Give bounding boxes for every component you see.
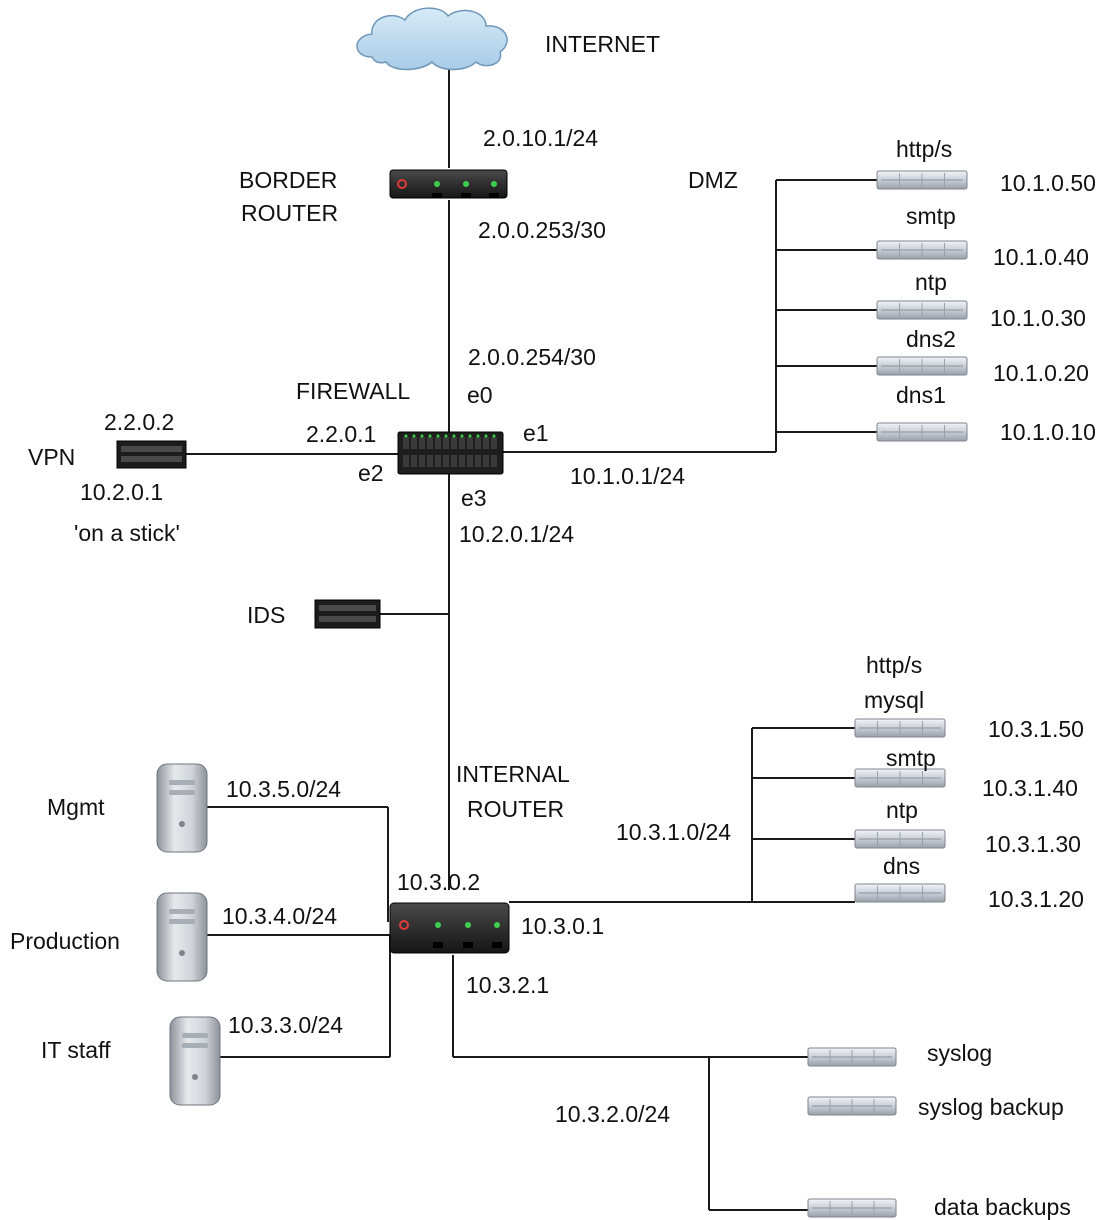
backup-server-name: syslog (927, 1040, 992, 1066)
dmz-server-icon (876, 240, 968, 260)
firewall-port-e2: e2 (358, 460, 384, 486)
internal-server-ip: 10.3.1.30 (985, 831, 1081, 857)
internal-server-ip: 10.3.1.40 (982, 775, 1078, 801)
workstation-tower-icon (156, 892, 208, 982)
border-router-label-line2: ROUTER (241, 200, 338, 226)
dmz-server-name: http/s (896, 136, 952, 162)
dmz-server-icon (876, 422, 968, 442)
internal-router-label-line2: ROUTER (467, 796, 564, 822)
dmz-server-icon (876, 300, 968, 320)
backup-server-group: syslog syslog backup data backups (807, 1040, 1071, 1220)
workstation-subnet: 10.3.4.0/24 (222, 903, 337, 929)
dmz-server-name: smtp (906, 203, 956, 229)
firewall-port-e0: e0 (467, 382, 493, 408)
backup-net-subnet: 10.3.2.0/24 (555, 1101, 670, 1127)
vpn-device-icon (116, 440, 187, 469)
dmz-server-group: http/s 10.1.0.50 smtp 10.1.0.40 ntp 10.1.0.30… (876, 136, 1096, 445)
internal-server-ip: 10.3.1.50 (988, 716, 1084, 742)
workstation-label: Production (10, 928, 120, 954)
internet-cloud-icon (356, 7, 508, 71)
workstation-subnet: 10.3.3.0/24 (228, 1012, 343, 1038)
firewall-port-e1: e1 (523, 420, 549, 446)
internal-router-ip-right: 10.3.0.1 (521, 913, 604, 939)
backup-server-icon (807, 1047, 897, 1067)
vpn-ip-top: 2.2.0.2 (104, 409, 174, 435)
workstation-tower-icon (169, 1016, 221, 1106)
firewall-ip-e1: 10.1.0.1/24 (570, 463, 685, 489)
dmz-server-name: dns1 (896, 382, 946, 408)
internal-router-icon (389, 902, 510, 954)
internal-server-name: dns (883, 853, 920, 879)
internal-server-name: http/s (866, 652, 922, 678)
internal-router-ip-top: 10.3.0.2 (397, 869, 480, 895)
internal-server-group: http/s mysql 10.3.1.50 smtp 10.3.1.40 ntp 10.3… (854, 652, 1084, 912)
vpn-note: 'on a stick' (74, 520, 180, 546)
firewall-port-e3: e3 (461, 485, 487, 511)
vpn-ip-bottom: 10.2.0.1 (80, 479, 163, 505)
workstation-tower-icon (156, 763, 208, 853)
border-router-ip-up: 2.0.10.1/24 (483, 125, 598, 151)
border-router-label-line1: BORDER (239, 167, 337, 193)
dmz-server-icon (876, 356, 968, 376)
backup-server-name: data backups (934, 1194, 1071, 1220)
ids-label: IDS (247, 602, 285, 628)
dmz-server-ip: 10.1.0.10 (1000, 419, 1096, 445)
dmz-server-ip: 10.1.0.30 (990, 305, 1086, 331)
border-router-ip-down: 2.0.0.253/30 (478, 217, 606, 243)
dmz-server-ip: 10.1.0.40 (993, 244, 1089, 270)
vpn-label: VPN (28, 444, 75, 470)
wires (186, 62, 877, 1211)
firewall-ip-e3: 10.2.0.1/24 (459, 521, 574, 547)
internet-label: INTERNET (545, 31, 660, 57)
dmz-server-ip: 10.1.0.20 (993, 360, 1089, 386)
internal-server-name: smtp (886, 745, 936, 771)
internal-router-ip-bottom: 10.3.2.1 (466, 972, 549, 998)
internal-server-icon (854, 718, 946, 738)
workstation-label: IT staff (41, 1037, 111, 1063)
firewall-label: FIREWALL (296, 378, 410, 404)
dmz-server-name: dns2 (906, 326, 956, 352)
workstation-subnet: 10.3.5.0/24 (226, 776, 341, 802)
ids-device-icon (314, 599, 381, 629)
backup-server-icon (807, 1096, 897, 1116)
internal-server-icon (854, 829, 946, 849)
dmz-server-icon (876, 170, 968, 190)
workstation-label: Mgmt (47, 794, 105, 820)
border-router-icon (389, 169, 508, 199)
dmz-label: DMZ (688, 167, 738, 193)
firewall-icon (397, 431, 504, 475)
internal-server-icon (854, 883, 946, 903)
dmz-server-name: ntp (915, 269, 947, 295)
internal-server-ip: 10.3.1.20 (988, 886, 1084, 912)
internal-server-name-secondary: mysql (864, 687, 924, 713)
internal-router-label-line1: INTERNAL (456, 761, 570, 787)
firewall-ip-e2: 2.2.0.1 (306, 421, 376, 447)
internal-server-name: ntp (886, 797, 918, 823)
internal-server-subnet: 10.3.1.0/24 (616, 819, 731, 845)
backup-server-name: syslog backup (918, 1094, 1064, 1120)
firewall-ip-e0: 2.0.0.254/30 (468, 344, 596, 370)
internal-server-icon (854, 768, 946, 788)
dmz-server-ip: 10.1.0.50 (1000, 170, 1096, 196)
backup-server-icon (807, 1198, 897, 1218)
